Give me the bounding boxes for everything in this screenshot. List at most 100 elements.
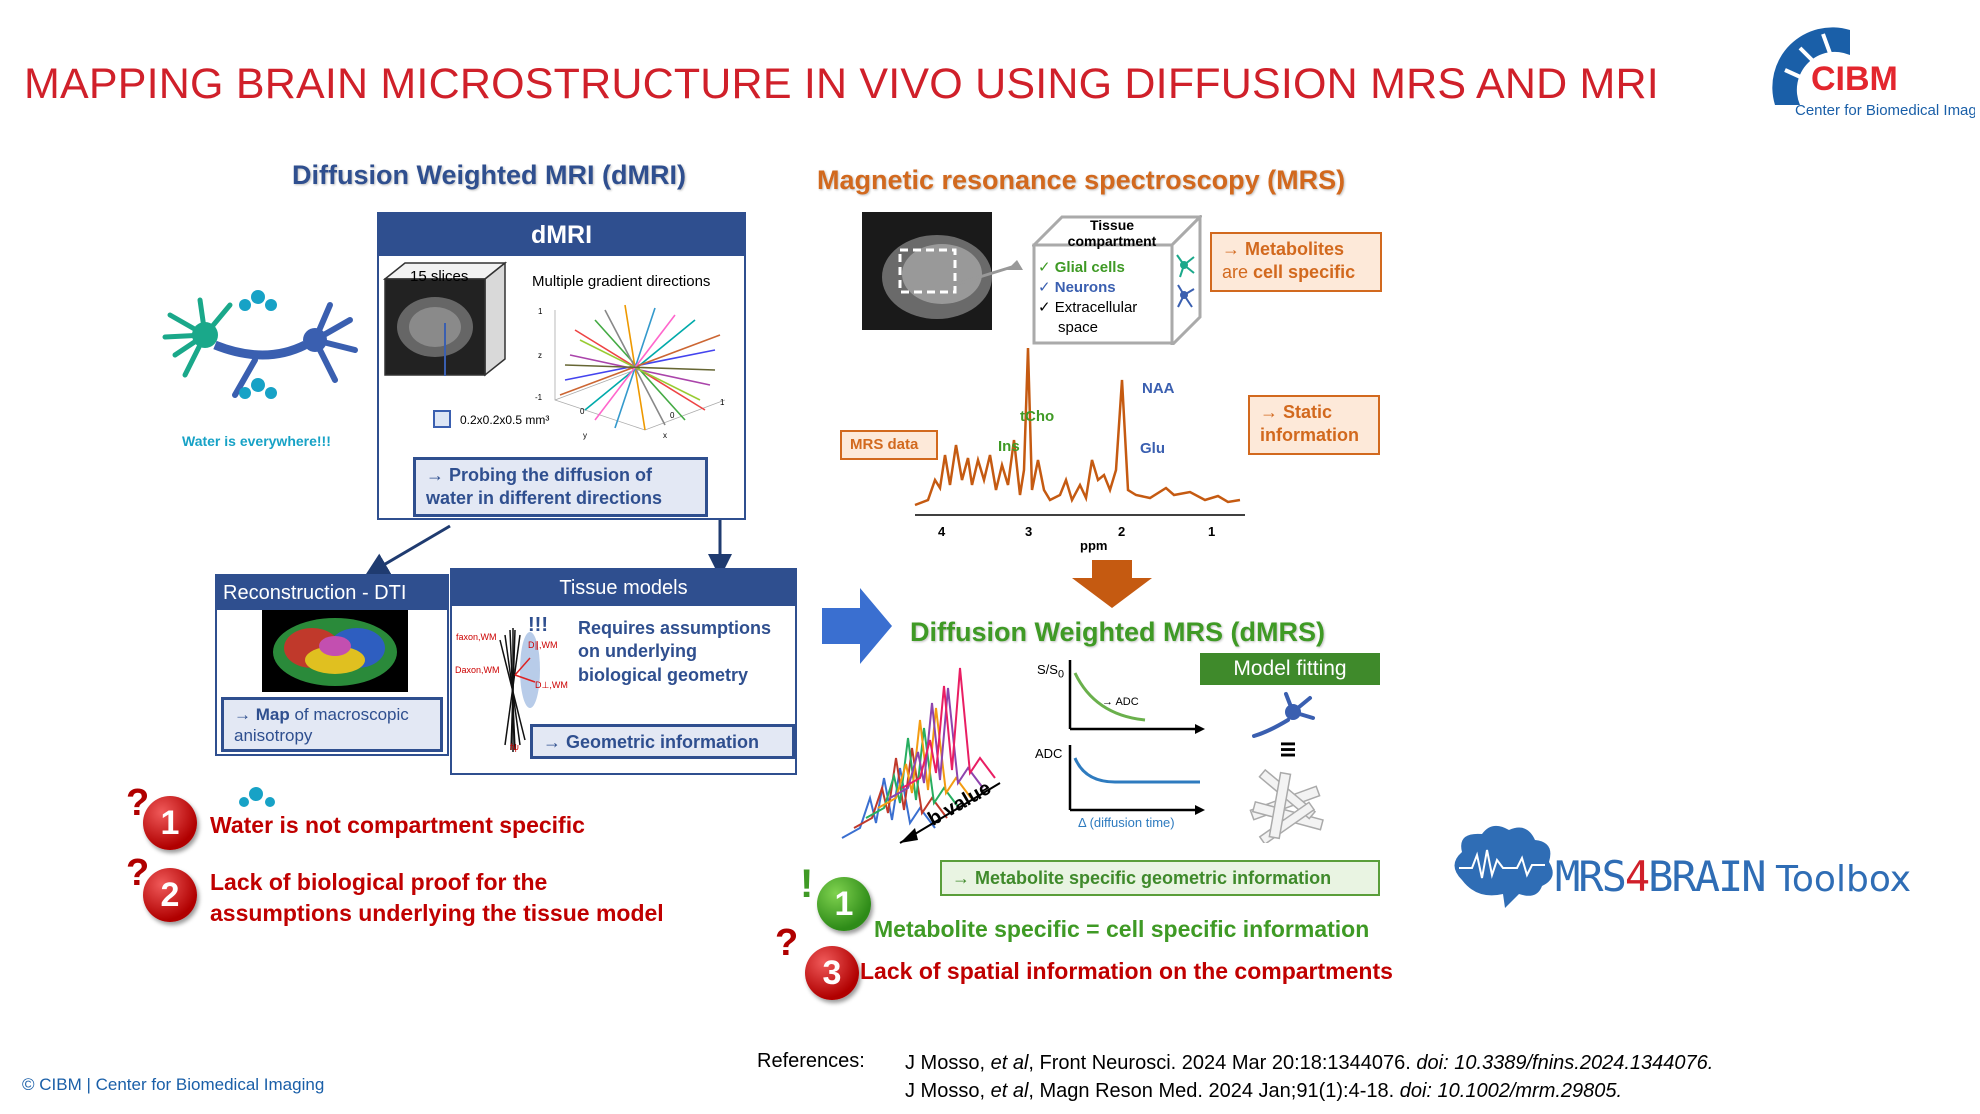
issue-badge-1: 1 bbox=[143, 796, 197, 850]
fiber-dispersion-icon bbox=[499, 628, 540, 752]
metabolites-line2b: cell specific bbox=[1253, 261, 1356, 282]
mri-localizer-image bbox=[862, 212, 992, 330]
mrs-spectrum: 4 3 2 1 ppm bbox=[914, 347, 1245, 553]
adc-label: ADC bbox=[1035, 746, 1063, 761]
tissue-compartment-cube bbox=[1030, 213, 1204, 349]
peak-naa: NAA bbox=[1142, 380, 1175, 397]
compartment-neurons: ✓ Neurons bbox=[1038, 278, 1137, 298]
references-label: References: bbox=[757, 1050, 865, 1072]
tissue-title-line1: Tissue bbox=[1089, 217, 1135, 233]
metabolite-geometric-callout: → Metabolite specific geometric informat… bbox=[940, 860, 1380, 896]
model-fitting-badge: Model fitting bbox=[1200, 653, 1380, 685]
ref1-author: J Mosso, bbox=[905, 1052, 991, 1074]
daxon-label: Daxon,WM bbox=[455, 665, 500, 675]
reference-1: J Mosso, et al, Front Neurosci. 2024 Mar… bbox=[905, 1050, 1713, 1078]
dperp-label: D⊥,WM bbox=[535, 680, 568, 690]
metabolites-line2a: are bbox=[1222, 261, 1254, 282]
question-mark-3: ? bbox=[775, 922, 799, 964]
ppm-tick-3: 3 bbox=[1025, 524, 1032, 539]
compartment-glial-label: Glial cells bbox=[1054, 259, 1125, 276]
ref1-doi[interactable]: doi: 10.3389/fnins.2024.1344076. bbox=[1416, 1052, 1714, 1074]
equivalence-mark: III bbox=[1275, 741, 1298, 758]
dti-map-image bbox=[262, 610, 408, 692]
dmrs-heading: Diffusion Weighted MRS (dMRS) bbox=[910, 617, 1325, 647]
ppm-tick-4: 4 bbox=[938, 524, 946, 539]
ref1-etal: et al bbox=[990, 1052, 1029, 1074]
compartment-list: ✓ Glial cells ✓ Neurons ✓ Extracellular … bbox=[1038, 258, 1137, 338]
gradient-plot: 1 z -1 0 y 0 1 x bbox=[535, 300, 735, 440]
mrs4brain-part3: BRAIN bbox=[1648, 852, 1766, 901]
compartment-extracellular: ✓ Extracellular bbox=[1038, 298, 1137, 318]
cibm-arc-icon: CIBM Center for Biomedical Imaging bbox=[1772, 27, 1980, 119]
compartment-glial: ✓ Glial cells bbox=[1038, 258, 1137, 278]
s-s0-label: S/S0 bbox=[1037, 662, 1064, 681]
issue-text-2-line1: Lack of biological proof for the bbox=[210, 869, 548, 895]
s-sub: 0 bbox=[1057, 668, 1064, 681]
axis-tick-z-bottom: -1 bbox=[535, 393, 543, 402]
right-arrow bbox=[822, 588, 892, 664]
tissue-text-3: biological geometry bbox=[578, 664, 749, 685]
peak-ins: Ins bbox=[998, 438, 1020, 455]
issue-text-2-line2: assumptions underlying the tissue model bbox=[210, 900, 664, 927]
ref2-etal: et al bbox=[990, 1079, 1029, 1102]
gradient-directions-plot: 1 z -1 0 y 0 1 x bbox=[535, 304, 726, 440]
axis-tick-z-top: 1 bbox=[538, 307, 543, 316]
mrs4brain-wordmark: MRS4BRAIN Toolbox bbox=[1555, 852, 1911, 901]
map-callout-bold: → Map bbox=[234, 705, 290, 724]
insight-badge-1: 1 bbox=[817, 877, 871, 931]
signal-decay-plot bbox=[1068, 660, 1205, 734]
gradient-label: Multiple gradient directions bbox=[532, 273, 711, 290]
static-line2: information bbox=[1260, 424, 1359, 445]
probe-text-line2: water in different directions bbox=[426, 487, 663, 508]
insight-text-1: Metabolite specific = cell specific info… bbox=[874, 916, 1370, 942]
tissue-text-1: Requires assumptions bbox=[578, 618, 772, 638]
page-title: MAPPING BRAIN MICROSTRUCTURE IN VIVO USI… bbox=[24, 60, 1659, 108]
axis-tick-x-mid: 0 bbox=[670, 411, 675, 420]
issue-badge-3: 3 bbox=[805, 946, 859, 1000]
dmri-heading: Diffusion Weighted MRI (dMRI) bbox=[292, 160, 686, 190]
neuron-small-icon bbox=[1252, 692, 1315, 738]
spectrum-line bbox=[914, 347, 1241, 507]
s-label: S/S bbox=[1037, 662, 1058, 677]
map-callout-rest2: anisotropy bbox=[234, 726, 313, 746]
ref2-doi[interactable]: doi: 10.1002/mrm.29805. bbox=[1399, 1079, 1623, 1102]
tissue-title-line2: compartment bbox=[1067, 233, 1157, 250]
issue-text-3: Lack of spatial information on the compa… bbox=[860, 958, 1393, 984]
ppm-label: ppm bbox=[1080, 538, 1107, 553]
references-list: J Mosso, et al, Front Neurosci. 2024 Mar… bbox=[905, 1050, 1713, 1105]
cibm-logo: CIBM Center for Biomedical Imaging bbox=[1755, 10, 1980, 125]
ref1-journal: , Front Neurosci. 2024 Mar 20:18:1344076… bbox=[1028, 1052, 1417, 1074]
axis-tick-y-mid: 0 bbox=[580, 407, 585, 416]
adc-arrow-label: → ADC bbox=[1102, 696, 1139, 708]
ppm-tick-2: 2 bbox=[1118, 524, 1125, 539]
ref2-author: J Mosso, bbox=[905, 1079, 991, 1102]
ppm-tick-1: 1 bbox=[1208, 524, 1215, 539]
issue-text-2: Lack of biological proof for the assumpt… bbox=[210, 867, 664, 929]
check-icon: ✓ bbox=[1038, 298, 1051, 316]
issue-badge-2: 2 bbox=[143, 868, 197, 922]
map-callout-rest1: of macroscopic bbox=[289, 705, 409, 724]
tissue-exclaim: !!! bbox=[528, 614, 548, 636]
mrs-data-label: MRS data bbox=[840, 430, 938, 460]
compartment-space: space bbox=[1058, 318, 1099, 336]
cibm-wordmark: CIBM bbox=[1811, 60, 1898, 98]
cibm-subtitle: Center for Biomedical Imaging bbox=[1795, 102, 1975, 119]
brain-slices-icon bbox=[382, 261, 508, 377]
peak-tcho: tCho bbox=[1020, 408, 1055, 425]
mrs-heading: Magnetic resonance spectroscopy (MRS) bbox=[817, 165, 1346, 195]
compartment-neurons-label: Neurons bbox=[1054, 278, 1116, 296]
exclaim-mark: ! bbox=[800, 862, 814, 906]
check-icon: ✓ bbox=[1038, 278, 1051, 296]
dmrs-stacked-spectra bbox=[841, 667, 1001, 844]
peak-glu: Glu bbox=[1140, 440, 1165, 457]
fiber-bundle-icon bbox=[1249, 768, 1324, 843]
neuron-illustration bbox=[155, 275, 365, 415]
tissue-model-diagram bbox=[455, 610, 565, 760]
water-caption: Water is everywhere!!! bbox=[182, 433, 331, 449]
mrs4brain-cloud-icon bbox=[1454, 825, 1553, 908]
compartment-extracellular-label: Extracellular bbox=[1054, 298, 1138, 316]
fpsi-label: fψ bbox=[510, 742, 519, 752]
tissue-title: Tissue compartment bbox=[1056, 217, 1168, 249]
axis-label-z: z bbox=[538, 351, 542, 360]
reference-2: J Mosso, et al, Magn Reson Med. 2024 Jan… bbox=[905, 1078, 1713, 1106]
